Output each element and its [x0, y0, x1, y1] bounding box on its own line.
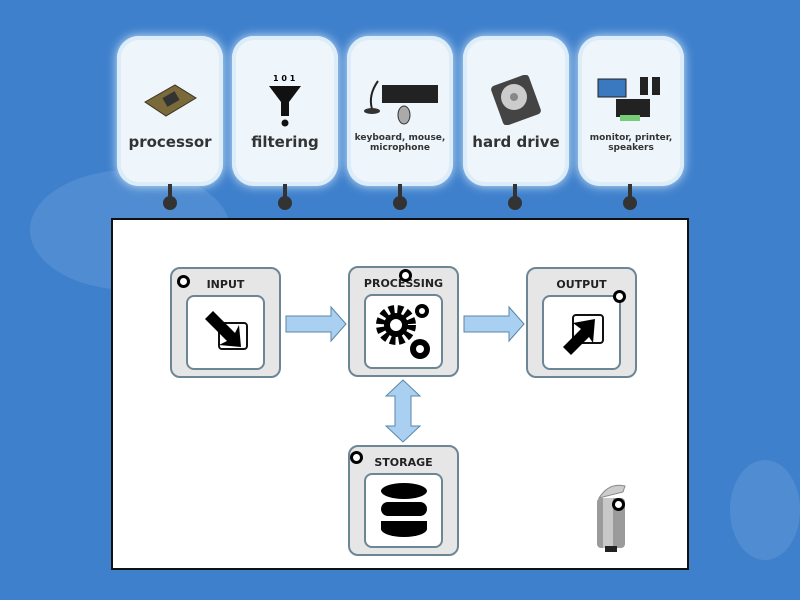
keyboard-mouse-microphone-image [360, 70, 440, 130]
pin-stick [513, 184, 517, 200]
card-label: monitor, printer, speakers [589, 133, 673, 153]
input-inner-panel [186, 295, 265, 370]
background-cloud [730, 460, 800, 560]
database-icon [380, 482, 427, 537]
draggable-card-input-devices[interactable]: keyboard, mouse, microphone [347, 36, 453, 186]
output-inner-panel [542, 295, 621, 370]
gears-icon [375, 303, 430, 359]
processor-chip-image [130, 70, 210, 130]
storage-title: STORAGE [374, 456, 433, 469]
trash-can-icon[interactable] [593, 482, 629, 554]
monitor-printer-speakers-image [591, 70, 671, 130]
draggable-card-output-devices[interactable]: monitor, printer, speakers [578, 36, 684, 186]
input-title: INPUT [206, 278, 245, 291]
drop-target-processing[interactable] [399, 269, 412, 282]
pin-head [623, 196, 637, 210]
storage-inner-panel [364, 473, 443, 548]
processing-title: PROCESSING [363, 277, 444, 290]
input-arrow-icon [204, 310, 248, 350]
card-label: filtering [251, 133, 319, 151]
filter-funnel-image: 1 0 1 [245, 70, 325, 130]
drop-target-input[interactable] [177, 275, 190, 288]
output-box: OUTPUT [526, 267, 637, 378]
output-arrow-icon [562, 313, 604, 355]
arrow-input-to-processing [285, 305, 347, 343]
processing-box: PROCESSING [348, 266, 459, 377]
pin-stick [398, 184, 402, 200]
pin-head [393, 196, 407, 210]
storage-box: STORAGE [348, 445, 459, 556]
pin-head [163, 196, 177, 210]
pin-stick [283, 184, 287, 200]
draggable-card-processor[interactable]: processor [117, 36, 223, 186]
card-label: hard drive [472, 133, 560, 151]
pin-stick [168, 184, 172, 200]
draggable-card-hard-drive[interactable]: hard drive [463, 36, 569, 186]
drop-target-storage[interactable] [350, 451, 363, 464]
pin-head [278, 196, 292, 210]
drop-target-output[interactable] [613, 290, 626, 303]
processing-inner-panel [364, 294, 443, 369]
input-box: INPUT [170, 267, 281, 378]
funnel-digits: 1 0 1 [273, 74, 296, 83]
drop-target-trash[interactable] [612, 498, 625, 511]
pin-stick [628, 184, 632, 200]
diagram-arrows [285, 305, 525, 443]
diagram-panel: INPUT PROCESSING OUTPUT STORAGE [111, 218, 689, 570]
arrow-processing-storage [384, 379, 422, 443]
draggable-card-filtering[interactable]: 1 0 1 filtering [232, 36, 338, 186]
output-title: OUTPUT [556, 278, 607, 291]
card-label: processor [128, 133, 212, 151]
arrow-processing-to-output [463, 305, 525, 343]
hard-drive-image [476, 70, 556, 130]
card-label: keyboard, mouse, microphone [354, 133, 446, 153]
pin-head [508, 196, 522, 210]
